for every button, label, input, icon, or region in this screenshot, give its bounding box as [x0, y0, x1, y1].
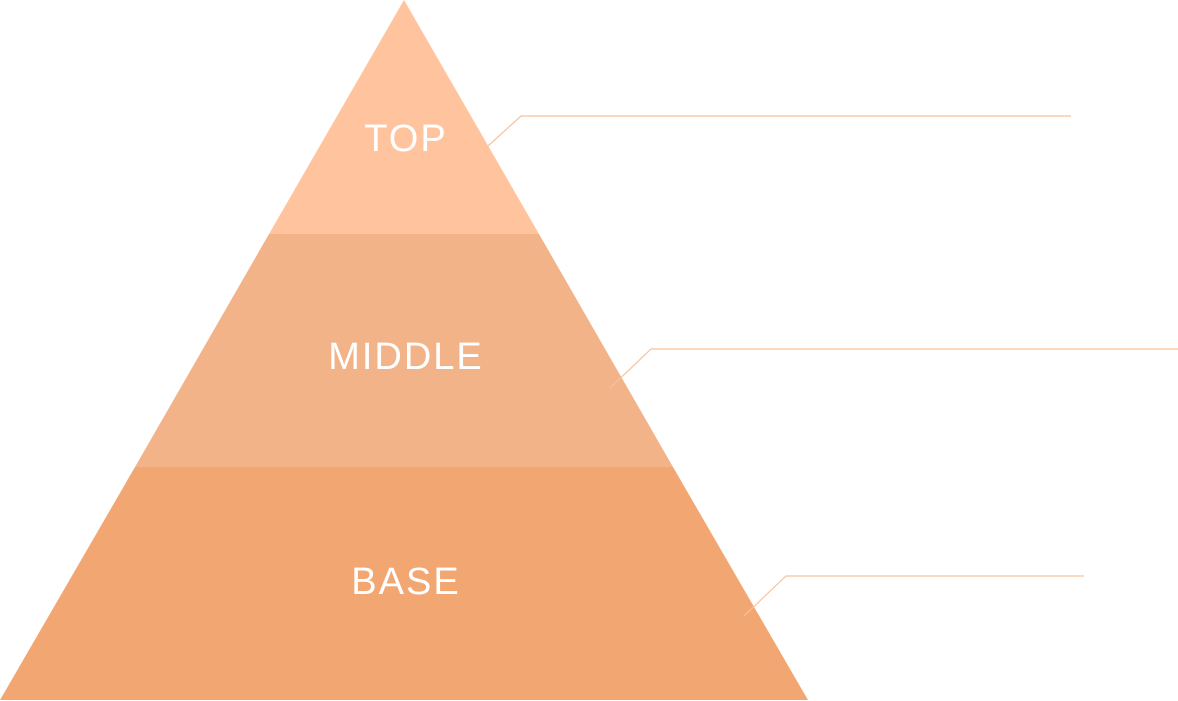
- tier-base: [0, 467, 808, 700]
- tier-middle-label: MIDDLE: [328, 336, 484, 378]
- tier-middle: [135, 234, 673, 467]
- leader-line-middle: [609, 348, 1178, 389]
- tier-top: [269, 0, 539, 234]
- tier-base-label: BASE: [351, 561, 460, 603]
- tier-top-label: TOP: [364, 118, 447, 160]
- leader-line-base: [743, 575, 1084, 617]
- leader-line-top: [487, 115, 1071, 147]
